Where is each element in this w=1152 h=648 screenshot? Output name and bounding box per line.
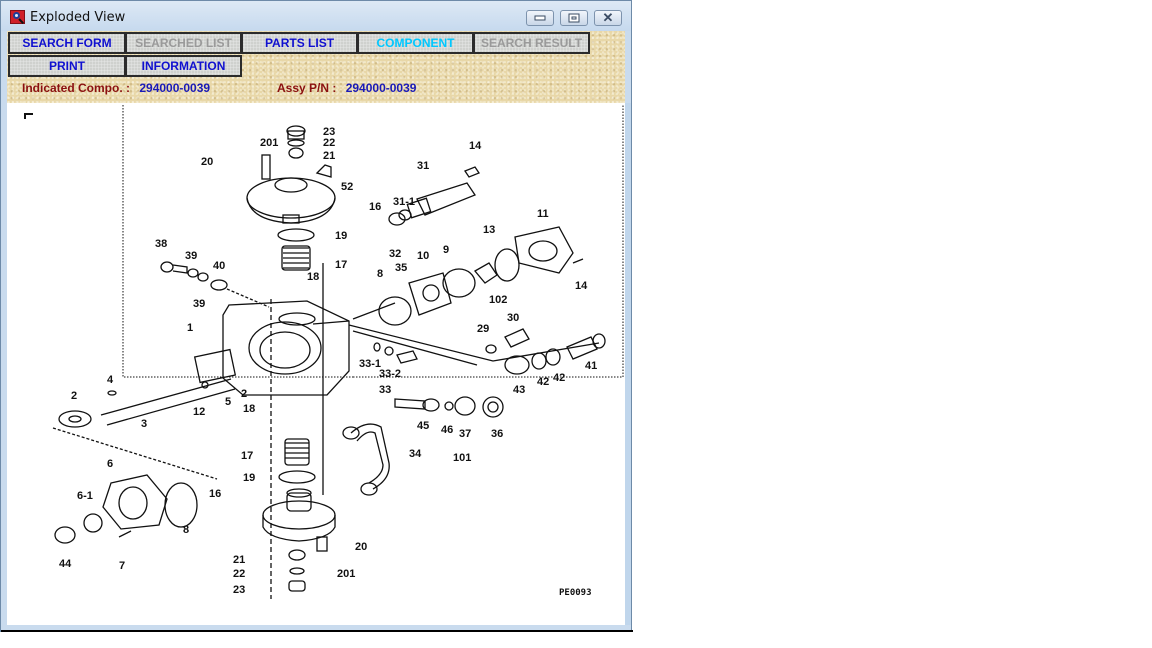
part-label[interactable]: 17 xyxy=(241,450,253,462)
part-label[interactable]: 19 xyxy=(335,230,347,242)
part-label[interactable]: 40 xyxy=(213,260,225,272)
part-label[interactable]: 101 xyxy=(453,452,471,464)
indicated-component-value: 294000-0039 xyxy=(139,81,211,95)
part-label[interactable]: 201 xyxy=(260,137,278,149)
part-label[interactable]: 23 xyxy=(323,126,335,138)
exploded-view-diagram[interactable]: 232220121205216191718143131-132131110938… xyxy=(7,103,625,625)
assy-part-number: Assy P/N : 294000-0039 xyxy=(277,81,416,95)
indicated-component-label: Indicated Compo. : xyxy=(22,81,130,95)
part-label[interactable]: 3 xyxy=(141,418,147,430)
part-label[interactable]: 4 xyxy=(107,374,114,386)
searched-list-button[interactable]: SEARCHED LIST xyxy=(125,32,242,54)
part-label[interactable]: 10 xyxy=(417,250,429,262)
diagram-line-art xyxy=(52,105,624,599)
part-label[interactable]: 13 xyxy=(483,224,495,236)
assy-part-number-value: 294000-0039 xyxy=(345,81,417,95)
part-label[interactable]: 34 xyxy=(409,448,422,460)
part-label[interactable]: 22 xyxy=(323,137,335,149)
part-label[interactable]: 33-1 xyxy=(359,358,381,370)
exploded-view-window: Exploded View ✕ SEARCH FORM SEARCHED LIS… xyxy=(0,0,633,632)
corner-marker xyxy=(24,113,33,119)
part-label[interactable]: 2 xyxy=(71,390,77,402)
indicated-component: Indicated Compo. : 294000-0039 xyxy=(22,81,210,95)
parts-list-button[interactable]: PARTS LIST xyxy=(241,32,358,54)
part-label[interactable]: 46 xyxy=(441,424,453,436)
part-label[interactable]: 35 xyxy=(395,262,407,274)
part-label[interactable]: 17 xyxy=(335,259,347,271)
part-label[interactable]: 14 xyxy=(575,280,588,292)
part-label[interactable]: 52 xyxy=(341,181,353,193)
search-form-button[interactable]: SEARCH FORM xyxy=(8,32,126,54)
part-label[interactable]: 37 xyxy=(459,428,471,440)
part-label[interactable]: 30 xyxy=(507,312,519,324)
part-label[interactable]: 22 xyxy=(233,568,245,580)
part-label[interactable]: 12 xyxy=(193,406,205,418)
part-label[interactable]: 8 xyxy=(183,524,189,536)
drawing-code: PE0093 xyxy=(559,588,592,598)
close-button[interactable]: ✕ xyxy=(594,10,622,26)
part-label[interactable]: 20 xyxy=(355,541,367,553)
part-label[interactable]: 45 xyxy=(417,420,429,432)
part-label[interactable]: 9 xyxy=(443,244,449,256)
part-label[interactable]: 41 xyxy=(585,360,597,372)
part-label[interactable]: 19 xyxy=(243,472,255,484)
part-label[interactable]: 36 xyxy=(491,428,503,440)
search-result-button[interactable]: SEARCH RESULT xyxy=(473,32,590,54)
part-label[interactable]: 39 xyxy=(193,298,205,310)
part-label[interactable]: 14 xyxy=(469,140,482,152)
part-label[interactable]: 16 xyxy=(369,201,381,213)
part-label[interactable]: 21 xyxy=(233,554,245,566)
part-label[interactable]: 31-1 xyxy=(393,196,415,208)
maximize-icon xyxy=(568,13,580,23)
app-icon xyxy=(10,10,25,24)
print-button[interactable]: PRINT xyxy=(8,55,126,77)
part-label[interactable]: 18 xyxy=(307,271,319,283)
part-label[interactable]: 32 xyxy=(389,248,401,260)
part-label[interactable]: 6 xyxy=(107,458,113,470)
part-label[interactable]: 8 xyxy=(377,268,383,280)
part-label[interactable]: 44 xyxy=(59,558,72,570)
component-button[interactable]: COMPONENT xyxy=(357,32,474,54)
title-bar[interactable]: Exploded View ✕ xyxy=(1,1,631,31)
assy-part-number-label: Assy P/N : xyxy=(277,81,337,95)
part-label[interactable]: 39 xyxy=(185,250,197,262)
minimize-icon xyxy=(534,15,546,21)
toolbar: SEARCH FORM SEARCHED LIST PARTS LIST COM… xyxy=(7,31,625,103)
minimize-button[interactable] xyxy=(526,10,554,26)
close-icon: ✕ xyxy=(602,10,614,25)
window-title: Exploded View xyxy=(30,10,126,25)
part-label[interactable]: 31 xyxy=(417,160,429,172)
maximize-button[interactable] xyxy=(560,10,588,26)
part-label[interactable]: 42 xyxy=(553,372,565,384)
vertical-scrollbar[interactable] xyxy=(625,103,631,625)
part-label[interactable]: 2 xyxy=(241,388,247,400)
part-label[interactable]: 7 xyxy=(119,560,125,572)
part-label[interactable]: 33-2 xyxy=(379,368,401,380)
part-label[interactable]: 38 xyxy=(155,238,167,250)
information-button[interactable]: INFORMATION xyxy=(125,55,242,77)
part-label[interactable]: 1 xyxy=(187,322,193,334)
part-label[interactable]: 18 xyxy=(243,403,255,415)
part-label[interactable]: 21 xyxy=(323,150,335,162)
part-label[interactable]: 5 xyxy=(225,396,231,408)
part-label[interactable]: 6-1 xyxy=(77,490,93,502)
part-label[interactable]: 11 xyxy=(537,208,549,220)
part-label[interactable]: 16 xyxy=(209,488,221,500)
part-label[interactable]: 43 xyxy=(513,384,525,396)
part-label[interactable]: 20 xyxy=(201,156,213,168)
window-bottom-border xyxy=(1,630,633,632)
part-label[interactable]: 23 xyxy=(233,584,245,596)
part-label[interactable]: 33 xyxy=(379,384,391,396)
part-label[interactable]: 42 xyxy=(537,376,549,388)
part-label[interactable]: 201 xyxy=(337,568,355,580)
part-label[interactable]: 29 xyxy=(477,323,489,335)
part-label[interactable]: 102 xyxy=(489,294,507,306)
